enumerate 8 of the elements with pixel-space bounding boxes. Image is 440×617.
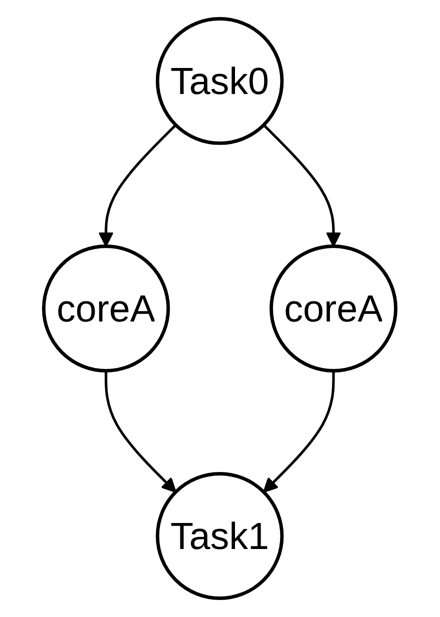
node-circle: coreA	[270, 244, 398, 372]
arrow	[263, 370, 336, 493]
arrow	[98, 124, 177, 247]
arrow	[263, 124, 342, 247]
node-circle: Task0	[156, 17, 284, 145]
node-circle: coreA	[42, 244, 170, 372]
node-circle: Task1	[156, 472, 284, 600]
arrow	[104, 370, 177, 493]
